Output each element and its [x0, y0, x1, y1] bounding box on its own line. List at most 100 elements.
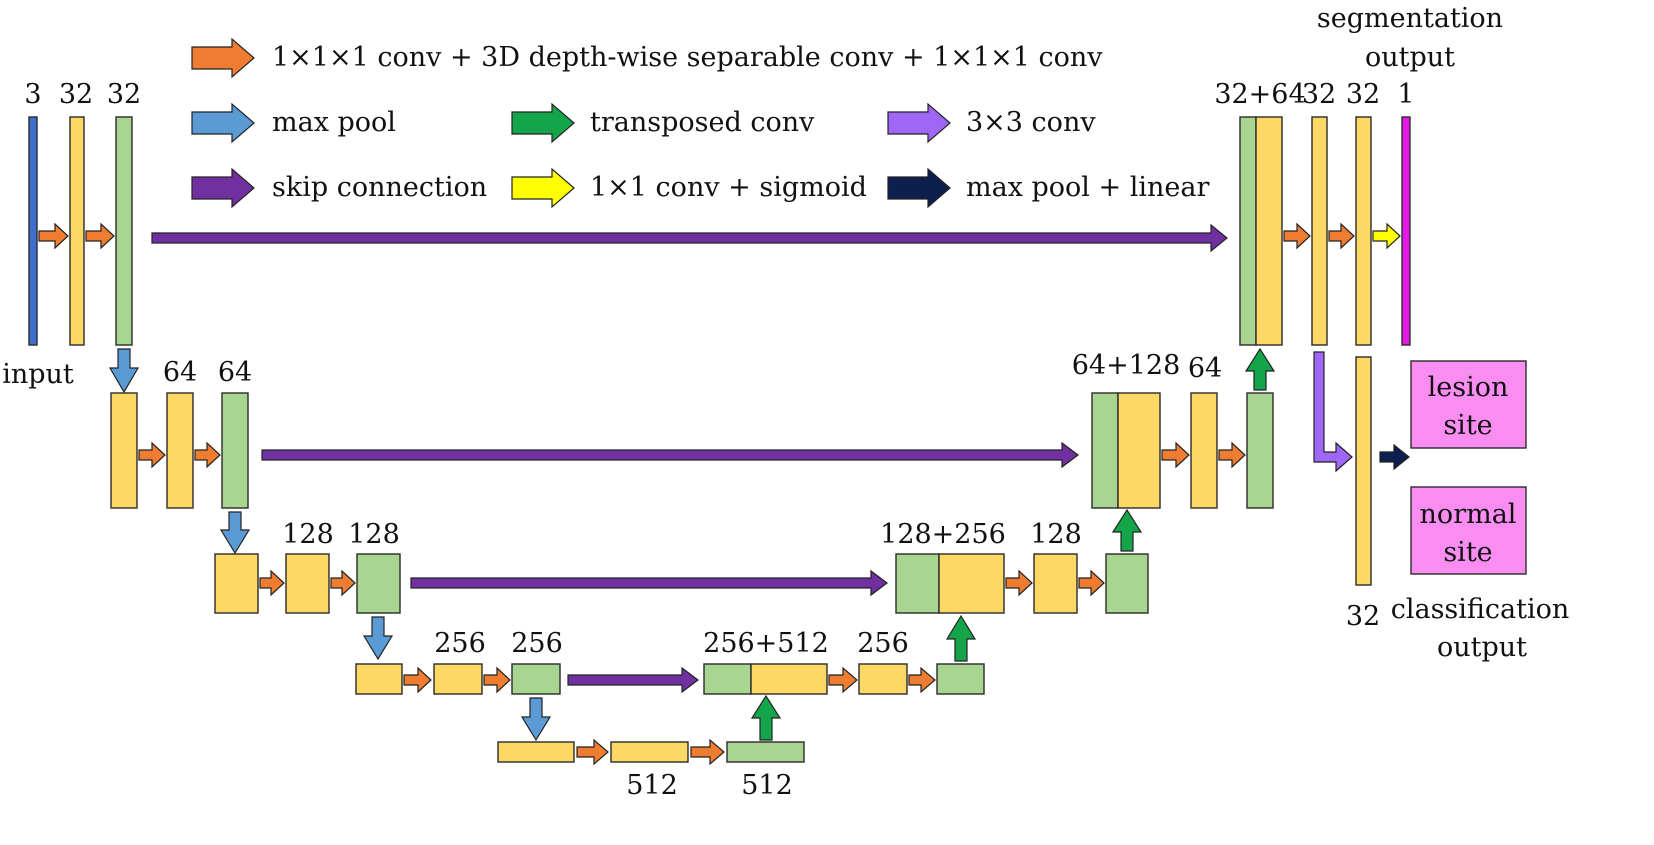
- legend: 1×1×1 conv + 3D depth-wise separable con…: [191, 37, 1209, 209]
- conv-arrow-e2b: [194, 441, 221, 469]
- decoder3-conv-a: [1033, 553, 1078, 614]
- legend-label-sigmoid: 1×1 conv + sigmoid: [590, 172, 867, 203]
- decoder1-conv-b: [1355, 116, 1372, 346]
- conv-arrow-d1b: [1328, 222, 1355, 250]
- skip-arrow-level2: [261, 441, 1079, 469]
- input-block: [28, 116, 38, 346]
- decoder4-concat-skip: [750, 663, 828, 695]
- label-l1-b: 32: [107, 79, 141, 110]
- maxpool-arrow-3: [362, 616, 394, 661]
- conv-arrow-d2a: [1161, 441, 1190, 469]
- cls-output-title-line2: output: [1437, 632, 1527, 663]
- encoder1-conv-a: [69, 116, 85, 346]
- bottleneck-conv-b: [726, 741, 805, 763]
- legend-label-transposed-conv: transposed conv: [590, 107, 815, 138]
- label-cls: 32: [1346, 601, 1380, 632]
- yellow-arrow-icon: [511, 167, 575, 209]
- blue-arrow-icon: [191, 102, 255, 144]
- label-l4-a: 256: [434, 628, 486, 659]
- encoder2-pool-block: [110, 392, 138, 509]
- label-d1-a: 32: [1302, 79, 1336, 110]
- seg-output-title-line1: segmentation: [1317, 3, 1503, 34]
- conv3-arrow: [1313, 351, 1353, 473]
- purple-arrow-icon: [191, 167, 255, 209]
- label-d3-cat: 128+256: [880, 519, 1006, 550]
- conv-arrow-d4a: [828, 666, 858, 694]
- label-seg: 1: [1397, 79, 1414, 110]
- seg-output-title-line2: output: [1365, 42, 1455, 73]
- conv-arrow-b2: [690, 738, 725, 766]
- conv-arrow-d2b: [1218, 441, 1246, 469]
- legend-item-max-pool: max pool: [191, 102, 396, 144]
- conv-arrow-e4b: [483, 666, 511, 694]
- lesion-site-box: [1410, 360, 1527, 449]
- conv-arrow-e3b: [330, 569, 356, 597]
- decoder3-concat-skip: [938, 553, 1005, 614]
- decoder1-conv-a: [1311, 116, 1328, 346]
- encoder-level-4: 256 256: [355, 628, 563, 742]
- legend-label-max-pool: max pool: [272, 107, 396, 138]
- normal-site-line1: normal: [1420, 499, 1517, 530]
- conv-arrow-d3a: [1005, 569, 1033, 597]
- conv-arrow-d4b: [908, 666, 936, 694]
- legend-item-conv3: 3×3 conv: [887, 102, 1096, 144]
- legend-item-sigmoid: 1×1 conv + sigmoid: [511, 167, 867, 209]
- normal-site-box: [1410, 486, 1527, 575]
- decoder2-conv-a: [1190, 392, 1218, 509]
- maxpool-arrow-4: [520, 697, 552, 742]
- conv-arrow-e1b: [85, 222, 115, 250]
- decoder2-concat-up: [1091, 392, 1119, 509]
- maxpool-linear-arrow: [1379, 443, 1410, 471]
- label-d2-cat: 64+128: [1072, 350, 1181, 381]
- encoder3-conv-a: [285, 553, 330, 614]
- legend-item-conv-block: 1×1×1 conv + 3D depth-wise separable con…: [191, 37, 1103, 79]
- skip-connections: [151, 223, 1228, 694]
- transposed-arrow-4: [750, 694, 782, 741]
- legend-item-transposed-conv: transposed conv: [511, 102, 815, 144]
- encoder2-conv-b: [221, 392, 249, 509]
- label-l3-b: 128: [348, 519, 400, 550]
- encoder2-conv-a: [166, 392, 194, 509]
- conv-arrow-d3b: [1078, 569, 1105, 597]
- skip-arrow-level4: [567, 666, 699, 694]
- decoder1-concat-skip: [1255, 116, 1283, 346]
- label-d1-cat: 32+64: [1214, 79, 1305, 110]
- decoder-level-4: 256+512 256: [703, 614, 985, 695]
- legend-item-maxpool-linear: max pool + linear: [887, 167, 1209, 209]
- legend-label-skip-connection: skip connection: [272, 172, 487, 203]
- decoder-level-3: 128+256 128: [880, 508, 1149, 614]
- bottleneck-level-5: 512 512: [497, 694, 805, 801]
- label-l4-b: 256: [511, 628, 563, 659]
- orange-arrow-icon: [191, 37, 255, 79]
- legend-item-skip-connection: skip connection: [191, 167, 487, 209]
- decoder2-concat-skip: [1117, 392, 1161, 509]
- encoder4-conv-b: [511, 663, 561, 695]
- label-l2-b: 64: [218, 357, 252, 388]
- transposed-arrow-1: [1244, 347, 1276, 391]
- encoder4-pool-block: [355, 663, 403, 695]
- label-d1-b: 32: [1346, 79, 1380, 110]
- green-arrow-icon: [511, 102, 575, 144]
- violet-arrow-icon: [887, 102, 951, 144]
- decoder-level-1: 32+64 32 32 1 segmentation output: [1214, 3, 1503, 346]
- conv-arrow-e3a: [259, 569, 285, 597]
- lesion-site-line2: site: [1443, 410, 1492, 441]
- decoder4-conv-a: [858, 663, 908, 695]
- encoder3-conv-b: [356, 553, 401, 614]
- decoder3-conv-b: [1105, 553, 1149, 614]
- encoder-level-1: 3 32 32 input: [2, 79, 141, 394]
- legend-label-maxpool-linear: max pool + linear: [966, 172, 1209, 203]
- label-l2-a: 64: [163, 357, 197, 388]
- conv-arrow-d1a: [1283, 222, 1311, 250]
- classification-feature-block: [1355, 356, 1372, 586]
- transposed-arrow-3: [945, 614, 977, 662]
- maxpool-arrow-1: [108, 348, 140, 394]
- decoder3-concat-up: [895, 553, 940, 614]
- label-d4-out: 256: [857, 628, 909, 659]
- encoder1-conv-b: [115, 116, 133, 346]
- cls-output-title-line1: classification: [1391, 594, 1570, 625]
- label-input: input: [2, 359, 74, 390]
- legend-label-conv-block: 1×1×1 conv + 3D depth-wise separable con…: [272, 42, 1103, 73]
- maxpool-arrow-2: [219, 511, 251, 555]
- normal-site-line2: site: [1443, 537, 1492, 568]
